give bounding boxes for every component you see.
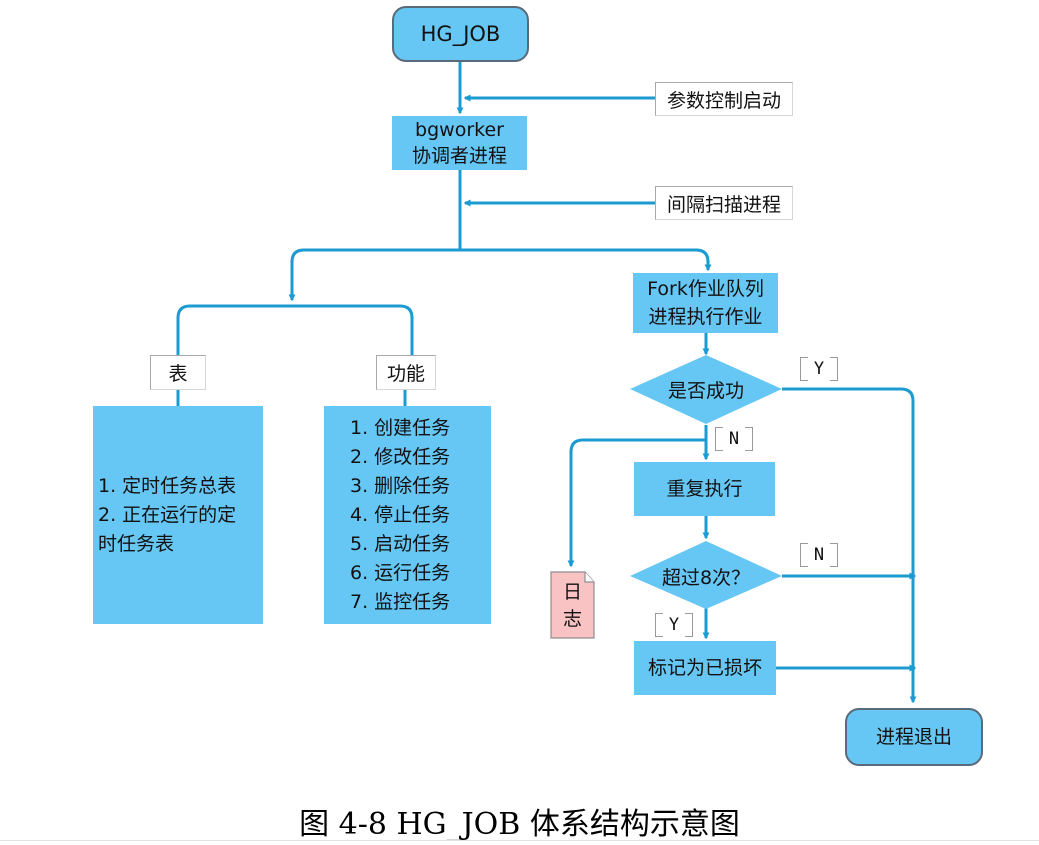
arrow-success-yes bbox=[782, 387, 917, 704]
node-log-line2: 志 bbox=[562, 608, 582, 630]
node-coordinator-line1: bgworker bbox=[415, 119, 504, 141]
arrow-to-log bbox=[567, 438, 706, 568]
node-coordinator: bgworker 协调者进程 bbox=[392, 116, 527, 170]
bottom-divider bbox=[0, 840, 1039, 841]
node-fork-line2: 进程执行作业 bbox=[648, 306, 763, 328]
branch-label-success-no: N bbox=[711, 426, 757, 452]
node-log: 日 志 bbox=[551, 574, 594, 638]
node-mark-broken: 标记为已损坏 bbox=[634, 641, 776, 695]
decision-success-text: 是否成功 bbox=[667, 379, 744, 402]
branch-label-over-yes: Y bbox=[651, 612, 697, 638]
node-retry: 重复执行 bbox=[634, 462, 775, 516]
functions-list-item: 4. 停止任务 bbox=[350, 503, 451, 526]
branch-label-over-yes-text: Y bbox=[668, 615, 680, 635]
arrow-to-fork bbox=[460, 248, 712, 272]
functions-list-item: 2. 修改任务 bbox=[350, 445, 451, 468]
functions-list-item: 6. 运行任务 bbox=[350, 561, 451, 584]
decision-success: 是否成功 bbox=[630, 372, 782, 406]
tables-list-item: 2. 正在运行的定 bbox=[98, 503, 237, 526]
label-function-text: 功能 bbox=[386, 363, 425, 385]
functions-list-item: 3. 删除任务 bbox=[350, 474, 451, 497]
log-document-fold bbox=[584, 572, 594, 583]
functions-list-item: 7. 监控任务 bbox=[350, 590, 451, 613]
label-param-start: 参数控制启动 bbox=[655, 82, 793, 116]
label-table-text: 表 bbox=[168, 363, 188, 385]
node-fork: Fork作业队列 进程执行作业 bbox=[633, 273, 778, 333]
decision-over-limit-shape bbox=[630, 541, 782, 609]
label-interval-scan-text: 间隔扫描进程 bbox=[666, 193, 781, 216]
line-split-table-function bbox=[176, 304, 414, 355]
label-table: 表 bbox=[150, 355, 206, 390]
branch-label-success-no-text: N bbox=[728, 429, 740, 449]
node-mark-broken-text: 标记为已损坏 bbox=[647, 656, 762, 679]
node-exit: 进程退出 bbox=[845, 708, 983, 766]
tables-list-item: 1. 定时任务总表 bbox=[98, 474, 237, 497]
figure-caption: 图 4-8 HG_JOB 体系结构示意图 bbox=[0, 797, 1039, 845]
label-interval-scan: 间隔扫描进程 bbox=[655, 186, 793, 220]
node-log-line1: 日 bbox=[562, 581, 582, 603]
decision-success-shape bbox=[630, 355, 782, 424]
decision-over-limit-text: 超过8次？ bbox=[661, 566, 751, 589]
tables-list-item: 时任务表 bbox=[98, 532, 175, 555]
functions-list-item: 1. 创建任务 bbox=[350, 416, 451, 439]
label-function: 功能 bbox=[376, 355, 436, 390]
node-exit-text: 进程退出 bbox=[875, 725, 952, 748]
functions-list-item: 5. 启动任务 bbox=[350, 532, 451, 555]
branch-label-over-no-text: N bbox=[813, 545, 825, 565]
branch-label-over-no: N bbox=[796, 542, 842, 568]
figure-caption-text: 图 4-8 HG_JOB 体系结构示意图 bbox=[299, 807, 740, 842]
tables-list-box: 1. 定时任务总表 2. 正在运行的定 时任务表 bbox=[93, 406, 263, 624]
branch-label-success-yes-text: Y bbox=[813, 359, 825, 379]
arrow-to-left-branch bbox=[288, 248, 460, 302]
node-hg-job-text: HG_JOB bbox=[420, 21, 501, 46]
functions-list-box: 1. 创建任务 2. 修改任务 3. 删除任务 4. 停止任务 5. 启动任务 … bbox=[324, 406, 491, 624]
branch-label-success-yes: Y bbox=[796, 356, 842, 382]
log-document-shape bbox=[550, 571, 595, 639]
label-param-start-text: 参数控制启动 bbox=[666, 89, 781, 112]
decision-over-limit: 超过8次？ bbox=[630, 559, 782, 593]
node-retry-text: 重复执行 bbox=[666, 477, 743, 500]
node-hg-job: HG_JOB bbox=[392, 6, 529, 62]
node-coordinator-line2: 协调者进程 bbox=[411, 145, 507, 167]
node-fork-line1: Fork作业队列 bbox=[647, 278, 764, 300]
